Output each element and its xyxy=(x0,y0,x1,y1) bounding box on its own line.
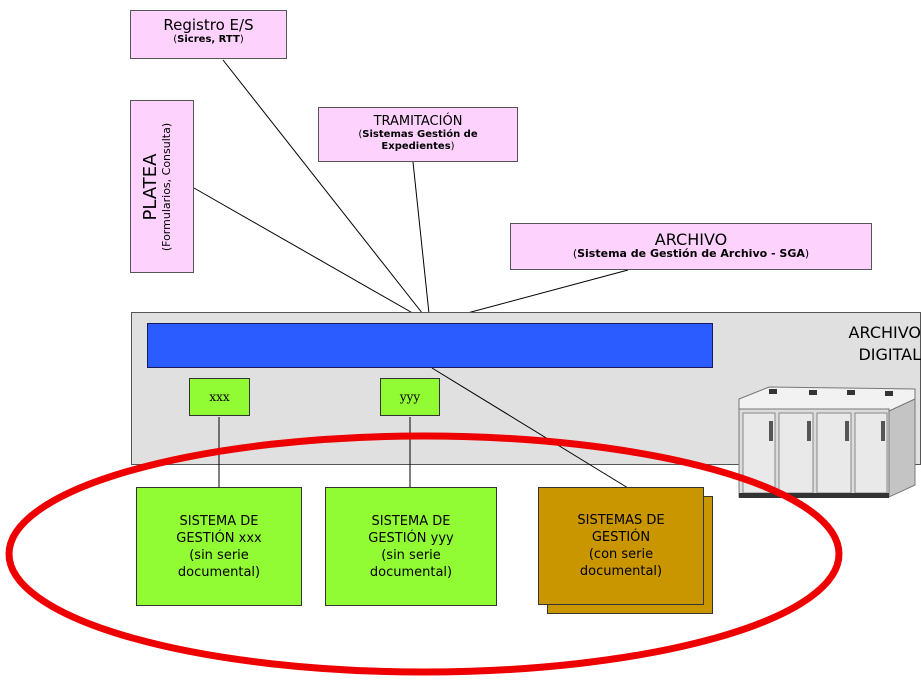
highlight-ellipse xyxy=(0,0,921,683)
